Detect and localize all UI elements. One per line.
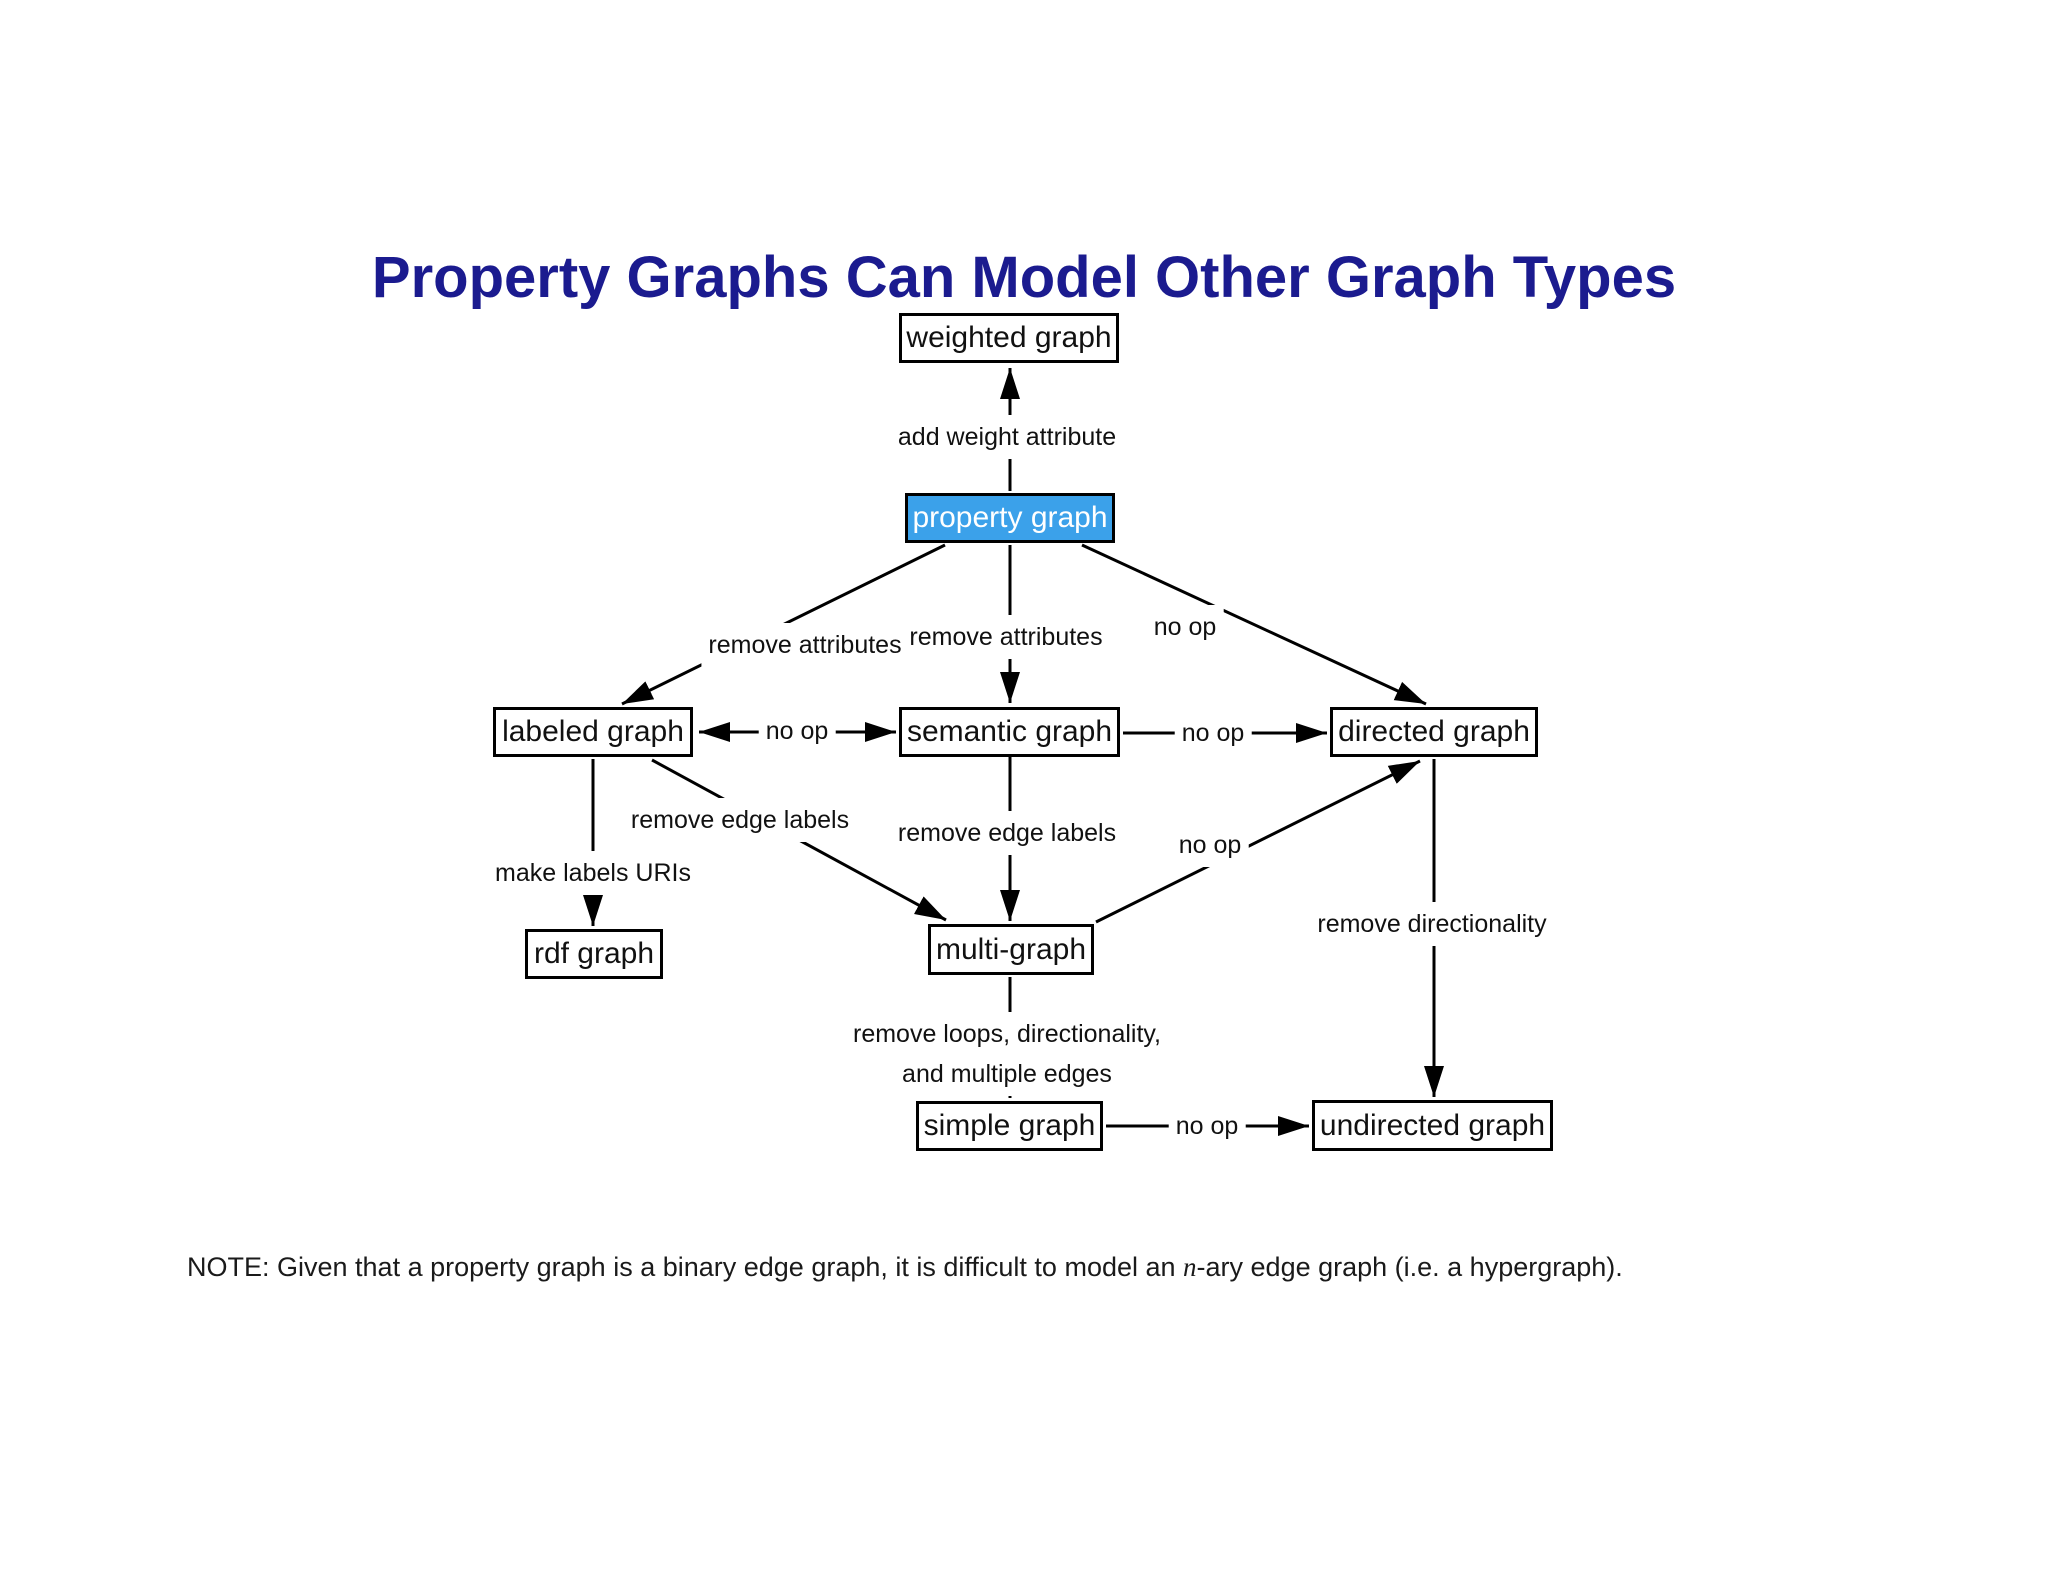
edge-label-remove-loops: remove loops, directionality, and multip… [845, 1012, 1169, 1096]
note-suffix: -ary edge graph (i.e. a hypergraph). [1196, 1252, 1623, 1282]
edge-label-no-op-labeled-semantic: no op [758, 709, 836, 753]
page-title: Property Graphs Can Model Other Graph Ty… [371, 245, 1677, 310]
node-weighted-graph: weighted graph [899, 313, 1119, 363]
edge-label-no-op-semantic-directed: no op [1174, 711, 1252, 755]
node-simple-graph: simple graph [916, 1101, 1103, 1151]
edge-multi-directed-line [1095, 759, 1421, 924]
edge-label-no-op-property-directed: no op [1146, 605, 1224, 649]
edge-label-no-op-multi-directed: no op [1171, 823, 1249, 867]
node-multi-graph: multi-graph [928, 924, 1094, 975]
note-prefix: NOTE: Given that a property graph is a b… [187, 1252, 1184, 1282]
note-math-var: n [1183, 1252, 1197, 1282]
edge-label-remove-attributes-left: remove attributes [701, 623, 909, 667]
edge-label-add-weight-attribute: add weight attribute [890, 415, 1124, 459]
node-semantic-graph: semantic graph [899, 707, 1120, 757]
node-directed-graph: directed graph [1330, 707, 1538, 757]
note-text: NOTE: Given that a property graph is a b… [187, 1252, 1623, 1283]
edge-label-no-op-simple-undirected: no op [1168, 1104, 1246, 1148]
edge-label-remove-edge-labels-left: remove edge labels [623, 798, 857, 842]
node-undirected-graph: undirected graph [1312, 1100, 1553, 1151]
edge-label-remove-directionality: remove directionality [1310, 902, 1554, 946]
node-property-graph: property graph [905, 493, 1115, 543]
edge-label-remove-edge-labels-mid: remove edge labels [890, 811, 1124, 855]
node-rdf-graph: rdf graph [525, 929, 663, 979]
edge-label-remove-attributes-mid: remove attributes [902, 615, 1110, 659]
edge-label-make-labels-uris: make labels URIs [488, 851, 698, 895]
node-labeled-graph: labeled graph [493, 707, 693, 757]
edge-property-directed-line [1081, 543, 1427, 706]
